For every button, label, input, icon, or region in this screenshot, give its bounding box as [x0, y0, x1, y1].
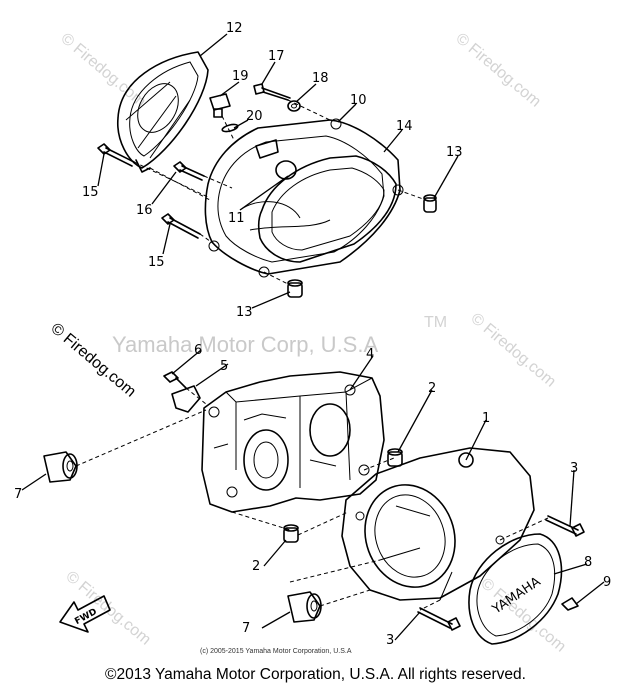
callout-16: 16 — [136, 203, 153, 218]
footer-copyright: ©2013 Yamaha Motor Corporation, U.S.A. A… — [105, 666, 526, 683]
part-12-flywheel-cover — [117, 51, 209, 173]
watermark-site-mid-right: © Firedog.com — [467, 310, 558, 391]
part-15-screw-lower — [161, 213, 201, 239]
part-15-screw-upper — [97, 143, 135, 167]
part-3-screw-upper — [545, 515, 585, 537]
part-10-crankcase-cover — [204, 118, 404, 278]
part-9-screw — [561, 597, 579, 611]
callout-15-upper: 15 — [82, 185, 99, 200]
callout-20: 20 — [246, 109, 263, 124]
watermark-main: Yamaha Motor Corp, U.S.A — [112, 332, 378, 357]
watermark-site-top-left: © Firedog.com — [57, 30, 148, 111]
callout-12: 12 — [226, 21, 243, 36]
callout-numbers: 12 17 19 18 10 20 14 13 11 15 16 15 13 6… — [14, 21, 611, 648]
part-13-dowel-upper-right — [423, 194, 437, 213]
callout-6: 6 — [194, 343, 202, 358]
part-7-mount-lower — [287, 591, 322, 623]
callout-11: 11 — [228, 211, 245, 226]
part-1-crankcase-right — [341, 447, 535, 601]
inner-copyright-text: (c) 2005-2015 Yamaha Motor Corporation, … — [200, 648, 352, 655]
callout-14: 14 — [396, 119, 413, 134]
part-3-screw-lower — [417, 607, 461, 631]
callout-10: 10 — [350, 93, 367, 108]
callout-17: 17 — [268, 49, 285, 64]
callout-5: 5 — [220, 359, 228, 374]
upper-alignment-lines — [133, 99, 427, 286]
watermark-tm: TM — [424, 314, 447, 331]
callout-13-upper: 13 — [446, 145, 463, 160]
watermark-layer: Yamaha Motor Corp, U.S.A TM © Firedog.co… — [47, 30, 568, 656]
part-16-screw — [173, 161, 205, 181]
part-6-bolt — [163, 371, 187, 389]
callout-2-lower: 2 — [252, 559, 260, 574]
callout-1: 1 — [482, 411, 490, 426]
callout-leaders — [21, 33, 605, 641]
part-17-bolt — [253, 83, 291, 101]
callout-3-upper: 3 — [570, 461, 578, 476]
callout-4: 4 — [366, 347, 374, 362]
callout-15-lower: 15 — [148, 255, 165, 270]
part-7-mount-upper — [43, 451, 78, 483]
part-5-bracket — [171, 385, 201, 413]
callout-18: 18 — [312, 71, 329, 86]
lower-alignment-lines — [75, 387, 549, 611]
callout-3-lower: 3 — [386, 633, 394, 648]
part-14-gasket — [257, 155, 397, 263]
part-2-dowel-lower — [283, 524, 299, 543]
fwd-label: FWD — [73, 607, 98, 627]
watermark-site-bottom-left: © Firedog.com — [62, 568, 153, 649]
part-19-plug — [209, 93, 231, 118]
callout-7-lower: 7 — [242, 621, 250, 636]
callout-8: 8 — [584, 555, 592, 570]
part-13-dowel-upper-bottom — [287, 279, 303, 298]
part-4-crankcase — [201, 371, 385, 513]
callout-13-lower: 13 — [236, 305, 253, 320]
callout-7-upper: 7 — [14, 487, 22, 502]
callout-9: 9 — [603, 575, 611, 590]
callout-2-upper: 2 — [428, 381, 436, 396]
part-18-washer — [287, 100, 301, 112]
part-2-dowel-upper — [387, 448, 403, 467]
watermark-site-top-right: © Firedog.com — [452, 30, 543, 111]
callout-19: 19 — [232, 69, 249, 84]
